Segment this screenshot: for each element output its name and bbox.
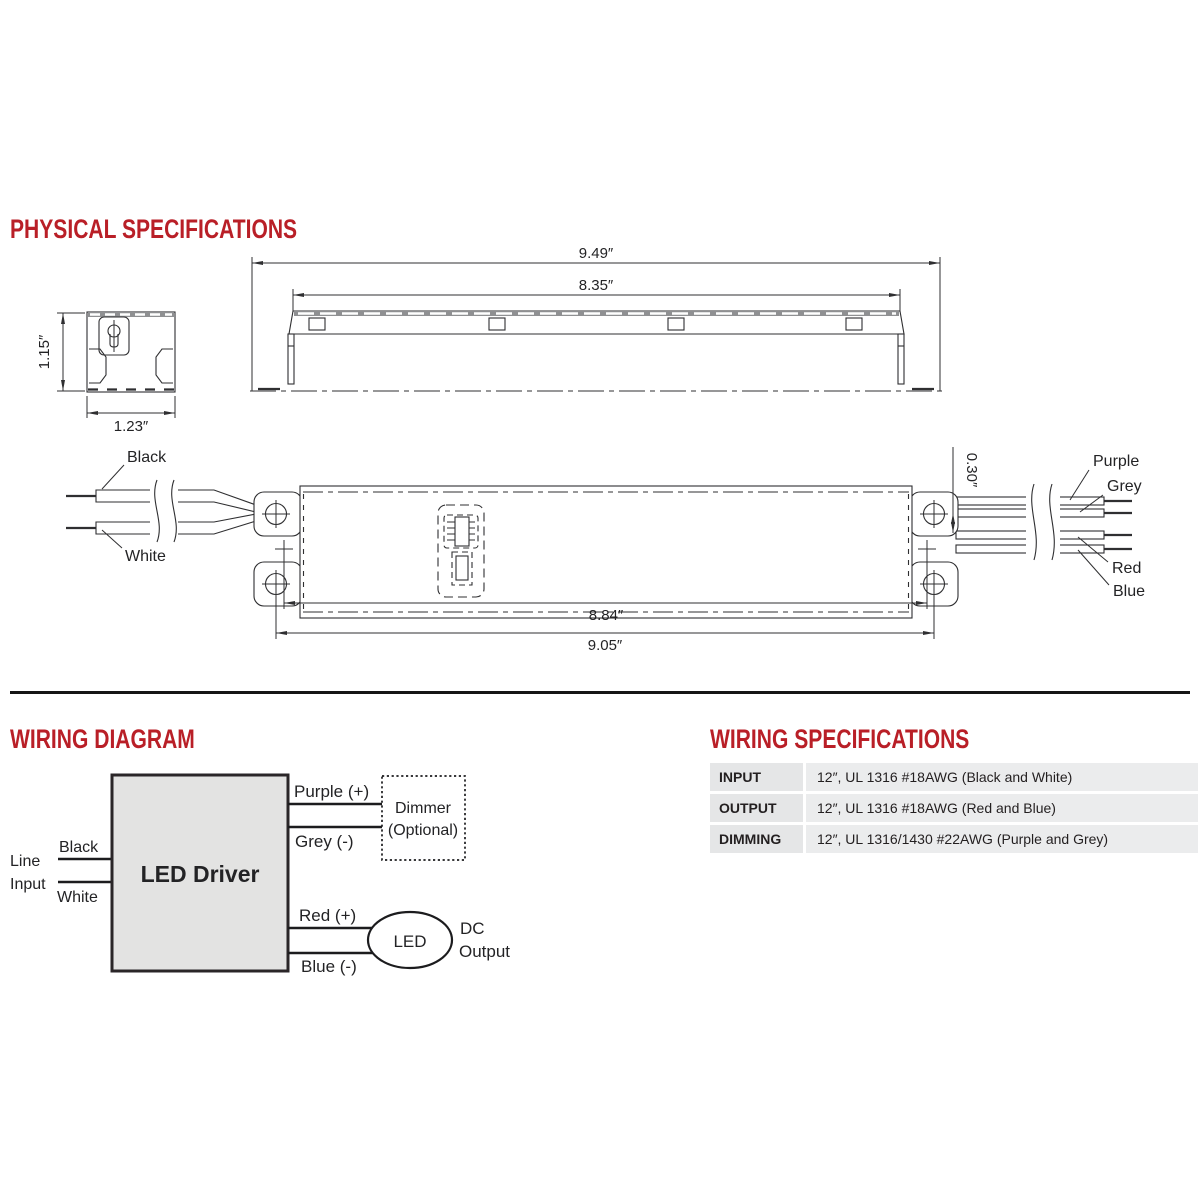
black-lead-label: Black — [127, 449, 167, 466]
dimmer-label-2: (Optional) — [388, 822, 458, 839]
white-lead-label: White — [125, 548, 166, 565]
spec-row-label: INPUT — [710, 763, 803, 791]
end-view-body — [86, 311, 176, 393]
switch-detail — [437, 504, 485, 598]
spec-row-label: OUTPUT — [710, 794, 803, 822]
physical-specs-title: PHYSICAL SPECIFICATIONS — [10, 214, 378, 245]
wire-gap-dimension: 0.30″ — [951, 447, 980, 533]
dim-mounting-hole-span: 8.84″ — [589, 607, 624, 624]
purple-wire-label: Purple (+) — [294, 782, 369, 801]
bracket-end-left — [287, 333, 295, 385]
bracket-slot — [667, 317, 685, 331]
table-row: OUTPUT 12″, UL 1316 #18AWG (Red and Blue… — [710, 794, 1198, 822]
driver-body — [299, 485, 913, 619]
table-row: DIMMING 12″, UL 1316/1430 #22AWG (Purple… — [710, 825, 1198, 853]
grey-lead-label: Grey — [1107, 478, 1142, 495]
white-wire-label: White — [57, 889, 98, 906]
red-lead-label: Red — [1112, 560, 1141, 577]
table-row: INPUT 12″, UL 1316 #18AWG (Black and Whi… — [710, 763, 1198, 791]
section-divider — [10, 691, 1190, 694]
top-view-drawing: 9.49″ 8.35″ — [250, 245, 942, 392]
line-input-label-2: Input — [10, 876, 46, 893]
blue-lead-label: Blue — [1113, 583, 1145, 600]
wiring-diagram-title-text: WIRING DIAGRAM — [10, 724, 195, 754]
spec-row-value: 12″, UL 1316 #18AWG (Black and White) — [806, 763, 1198, 791]
bracket-slot — [845, 317, 863, 331]
dimmer-box — [381, 775, 466, 861]
wiring-diagram-drawing: Line Input Black White LED Driver Purple… — [10, 773, 510, 976]
bracket-slot — [488, 317, 506, 331]
black-wire-label: Black — [59, 839, 99, 856]
led-driver-label: LED Driver — [141, 861, 260, 887]
dim-bracket-span: 9.05″ — [588, 637, 623, 654]
dim-overall-length: 9.49″ — [579, 245, 614, 262]
spec-row-label: DIMMING — [710, 825, 803, 853]
red-wire-label: Red (+) — [299, 906, 356, 925]
purple-lead-label: Purple — [1093, 453, 1139, 470]
physical-specs-title-text: PHYSICAL SPECIFICATIONS — [10, 214, 298, 244]
front-view-drawing: Black White Purple Grey Red Blue — [66, 447, 1145, 654]
spec-row-value: 12″, UL 1316/1430 #22AWG (Purple and Gre… — [806, 825, 1198, 853]
dim-end-width: 1.23″ — [114, 418, 149, 435]
bracket-end-right — [897, 333, 905, 385]
right-mounting-bracket — [909, 491, 959, 607]
led-load-oval — [366, 910, 454, 970]
line-input-label-1: Line — [10, 853, 40, 870]
led-driver-box — [110, 773, 290, 973]
keyhole-plate — [98, 316, 130, 356]
bottom-dimensions: 8.84″ 9.05″ — [275, 558, 935, 654]
wiring-specs-table: INPUT 12″, UL 1316 #18AWG (Black and Whi… — [710, 763, 1198, 856]
end-view-drawing: 1.15″ 1.23″ — [36, 311, 176, 435]
dim-mounting-length: 8.35″ — [579, 277, 614, 294]
dc-output-label-2: Output — [459, 942, 510, 961]
led-load-label: LED — [393, 932, 426, 951]
wiring-diagram-title: WIRING DIAGRAM — [10, 724, 247, 755]
blue-wire-label: Blue (-) — [301, 957, 357, 976]
output-leads: Purple Grey Red Blue — [955, 453, 1145, 600]
input-leads: Black White — [66, 449, 257, 565]
wiring-specs-title: WIRING SPECIFICATIONS — [710, 724, 1043, 755]
bracket-slot — [308, 317, 326, 331]
dim-end-height: 1.15″ — [36, 334, 53, 369]
grey-wire-label: Grey (-) — [295, 832, 354, 851]
dc-output-label-1: DC — [460, 919, 485, 938]
keyhole-icon — [107, 324, 121, 338]
dim-wire-gap: 0.30″ — [963, 453, 980, 488]
left-mounting-bracket — [253, 491, 303, 607]
wiring-specs-title-text: WIRING SPECIFICATIONS — [710, 724, 970, 754]
spec-row-value: 12″, UL 1316 #18AWG (Red and Blue) — [806, 794, 1198, 822]
dimmer-label-1: Dimmer — [395, 800, 452, 817]
